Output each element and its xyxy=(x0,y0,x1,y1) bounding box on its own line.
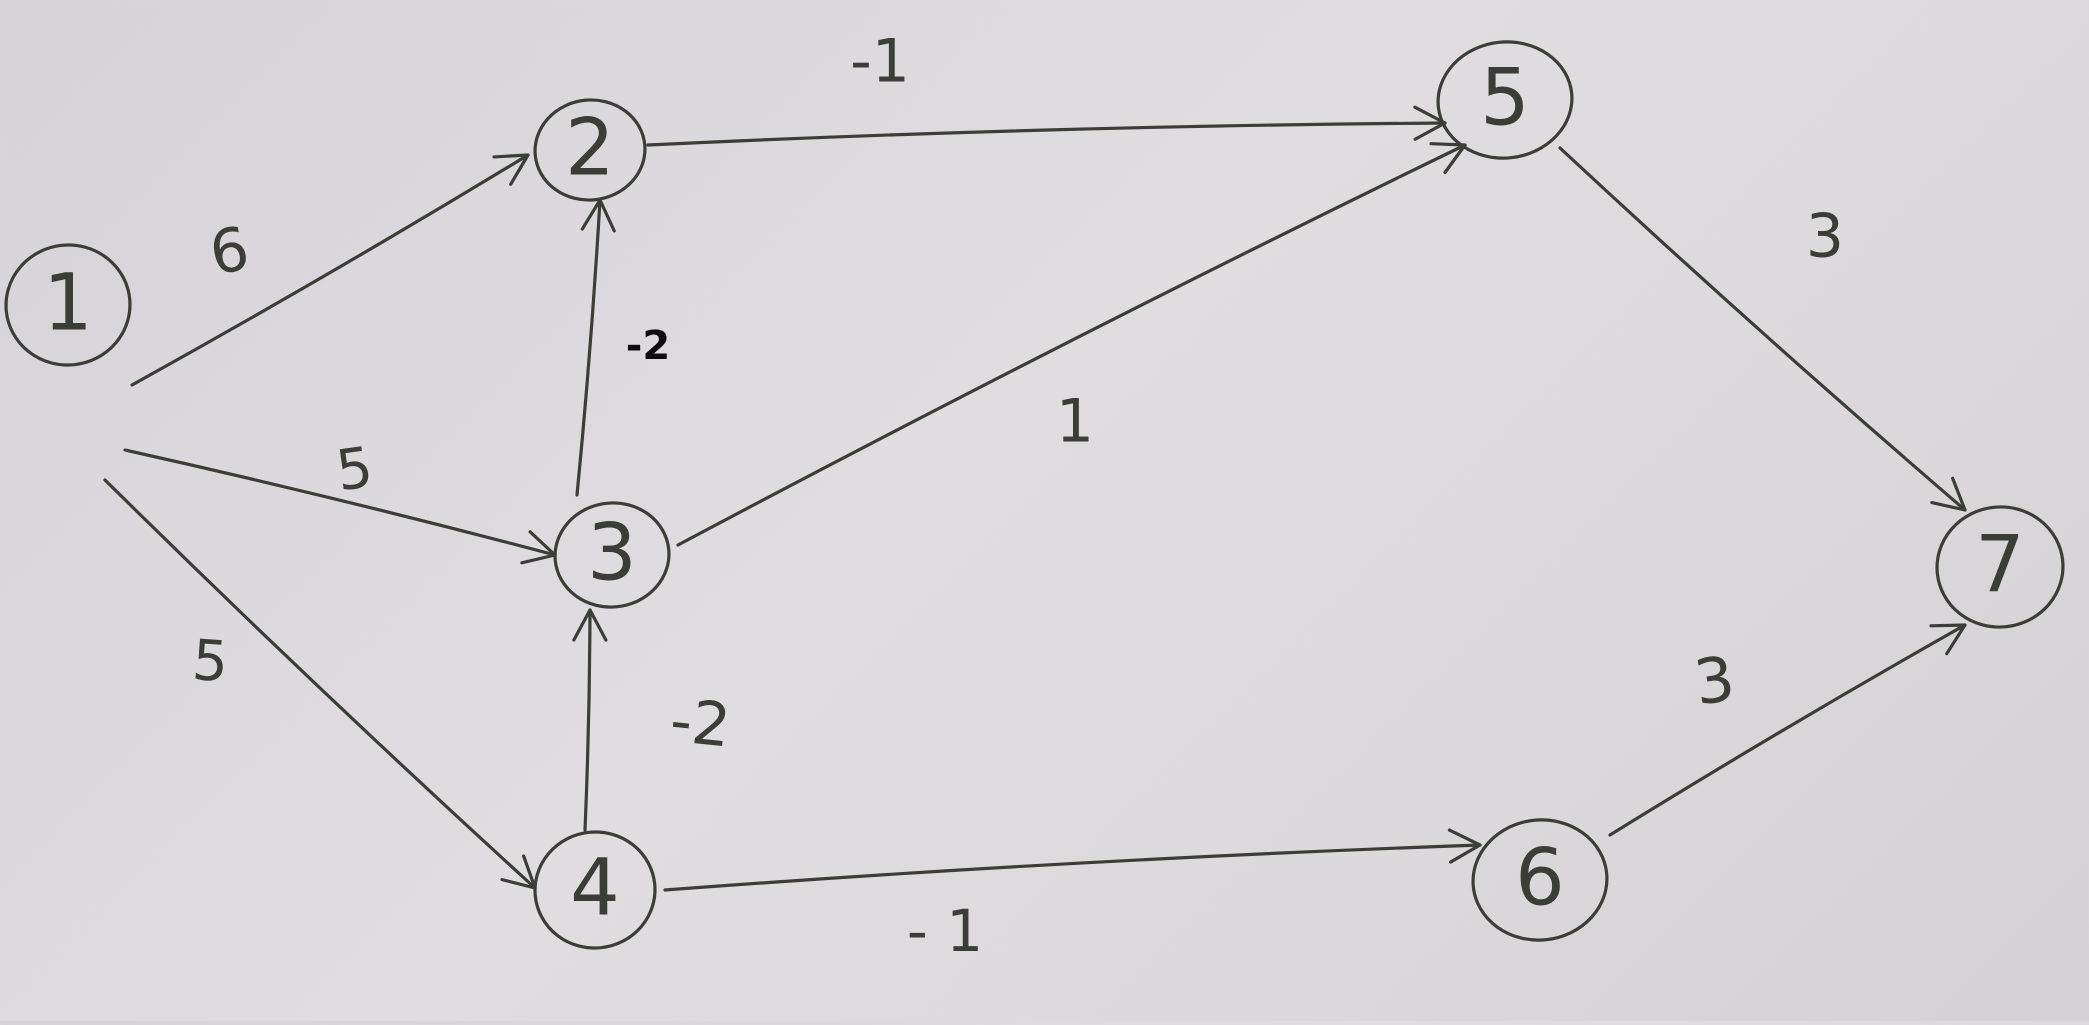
node-label-6: 6 xyxy=(1515,833,1565,923)
node-label-7: 7 xyxy=(1975,520,2025,610)
edge-1-3 xyxy=(123,448,557,557)
arrowhead-5-7 xyxy=(1930,476,1967,512)
node-circle-1 xyxy=(4,243,132,367)
arrowhead-2-5 xyxy=(1413,105,1447,141)
node-label-1: 1 xyxy=(43,258,93,348)
edge-6-7 xyxy=(1608,623,1967,837)
node-4: 4 xyxy=(533,830,657,950)
node-circle-3 xyxy=(553,501,671,609)
edge-weight-1-4: 5 xyxy=(190,628,230,695)
edge-weight-6-7: 3 xyxy=(1690,642,1739,720)
edge-1-4 xyxy=(103,478,537,890)
arrowhead-6-7 xyxy=(1929,623,1967,656)
edge-3-5 xyxy=(676,143,1467,547)
edge-weight-3-2: -2 xyxy=(626,323,670,369)
edge-weight-2-5: -1 xyxy=(850,27,910,97)
arrowhead-1-2 xyxy=(492,153,530,186)
node-circle-4 xyxy=(533,830,657,950)
node-circle-6 xyxy=(1471,818,1609,942)
node-3: 3 xyxy=(553,501,671,609)
node-6: 6 xyxy=(1471,818,1609,942)
node-label-2: 2 xyxy=(565,103,615,193)
node-label-4: 4 xyxy=(570,843,620,933)
edge-weight-5-7: 3 xyxy=(1806,202,1844,272)
arrowhead-4-6 xyxy=(1447,828,1482,864)
edge-weight-4-3: -2 xyxy=(667,686,734,762)
arrowhead-3-5 xyxy=(1429,142,1467,175)
node-label-3: 3 xyxy=(587,508,637,598)
node-label-5: 5 xyxy=(1480,53,1530,143)
edge-weight-4-6: - 1 xyxy=(907,897,983,965)
edge-weight-1-2: 6 xyxy=(205,214,255,290)
node-1: 1 xyxy=(4,243,132,367)
edge-weight-1-3: 5 xyxy=(332,435,376,504)
node-circle-2 xyxy=(533,98,647,202)
edge-4-3 xyxy=(583,608,592,832)
node-circle-7 xyxy=(1935,505,2065,629)
edge-5-7 xyxy=(1558,146,1967,512)
edge-1-2 xyxy=(130,153,530,387)
arrowhead-4-3 xyxy=(572,608,608,642)
edge-2-5 xyxy=(646,121,1447,147)
node-2: 2 xyxy=(533,98,647,202)
edge-4-6 xyxy=(663,843,1482,892)
node-7: 7 xyxy=(1935,505,2065,629)
node-5: 5 xyxy=(1436,40,1574,160)
node-circle-5 xyxy=(1436,40,1574,160)
edge-3-2 xyxy=(575,198,602,497)
edge-weight-3-5: 1 xyxy=(1056,387,1094,457)
